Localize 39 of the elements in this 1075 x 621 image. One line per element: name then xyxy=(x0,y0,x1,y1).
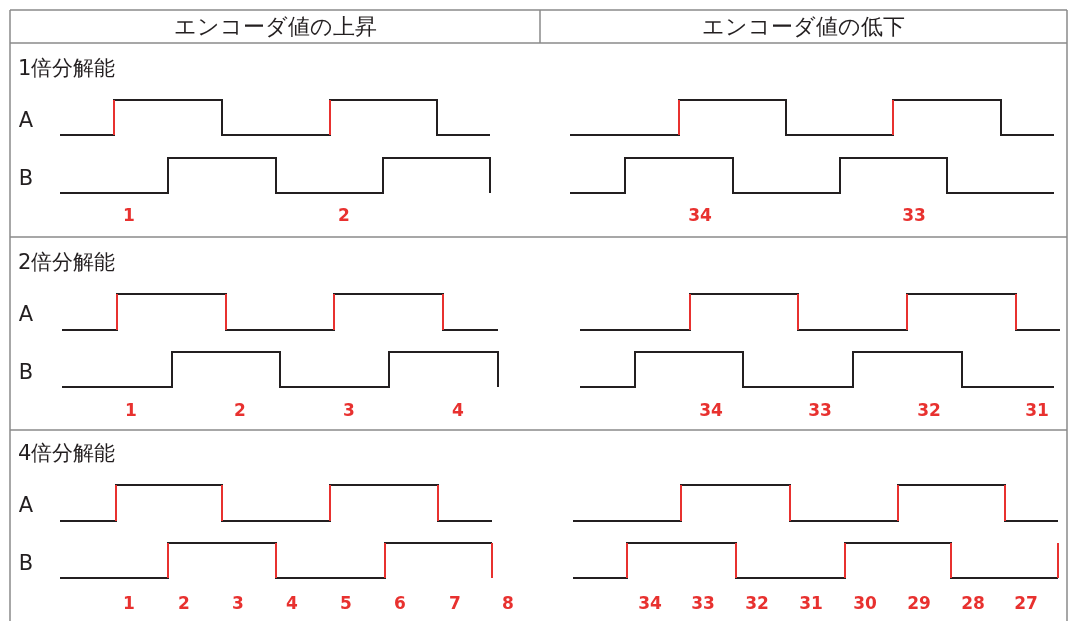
count-number: 2 xyxy=(234,401,246,419)
count-number: 4 xyxy=(452,401,464,419)
row-heading: 2倍分解能 xyxy=(18,252,116,273)
count-number: 1 xyxy=(125,401,137,419)
signal-label: B xyxy=(18,361,34,383)
count-number: 27 xyxy=(1014,594,1038,612)
count-number: 32 xyxy=(917,401,941,419)
count-number: 1 xyxy=(123,594,135,612)
signal-label: A xyxy=(18,494,34,516)
count-number: 32 xyxy=(745,594,769,612)
count-number: 7 xyxy=(449,594,461,612)
count-number: 34 xyxy=(688,206,712,224)
signal-label: A xyxy=(18,303,34,325)
count-number: 29 xyxy=(907,594,931,612)
signal-label: B xyxy=(18,167,34,189)
count-number: 1 xyxy=(123,206,135,224)
column-header: エンコーダ値の低下 xyxy=(701,16,905,38)
count-number: 3 xyxy=(232,594,244,612)
count-number: 8 xyxy=(502,594,514,612)
count-number: 28 xyxy=(961,594,985,612)
signal-label: B xyxy=(18,552,34,574)
count-number: 2 xyxy=(178,594,190,612)
count-number: 4 xyxy=(286,594,298,612)
column-header: エンコーダ値の上昇 xyxy=(173,16,377,38)
row-heading: 4倍分解能 xyxy=(18,443,116,464)
count-number: 5 xyxy=(340,594,352,612)
count-number: 2 xyxy=(338,206,350,224)
count-number: 31 xyxy=(799,594,823,612)
count-number: 3 xyxy=(343,401,355,419)
count-number: 31 xyxy=(1025,401,1049,419)
count-number: 34 xyxy=(638,594,662,612)
count-number: 33 xyxy=(902,206,926,224)
row-heading: 1倍分解能 xyxy=(18,58,116,79)
count-number: 6 xyxy=(394,594,406,612)
count-number: 30 xyxy=(853,594,877,612)
signal-label: A xyxy=(18,109,34,131)
count-number: 34 xyxy=(699,401,723,419)
count-number: 33 xyxy=(691,594,715,612)
count-number: 33 xyxy=(808,401,832,419)
